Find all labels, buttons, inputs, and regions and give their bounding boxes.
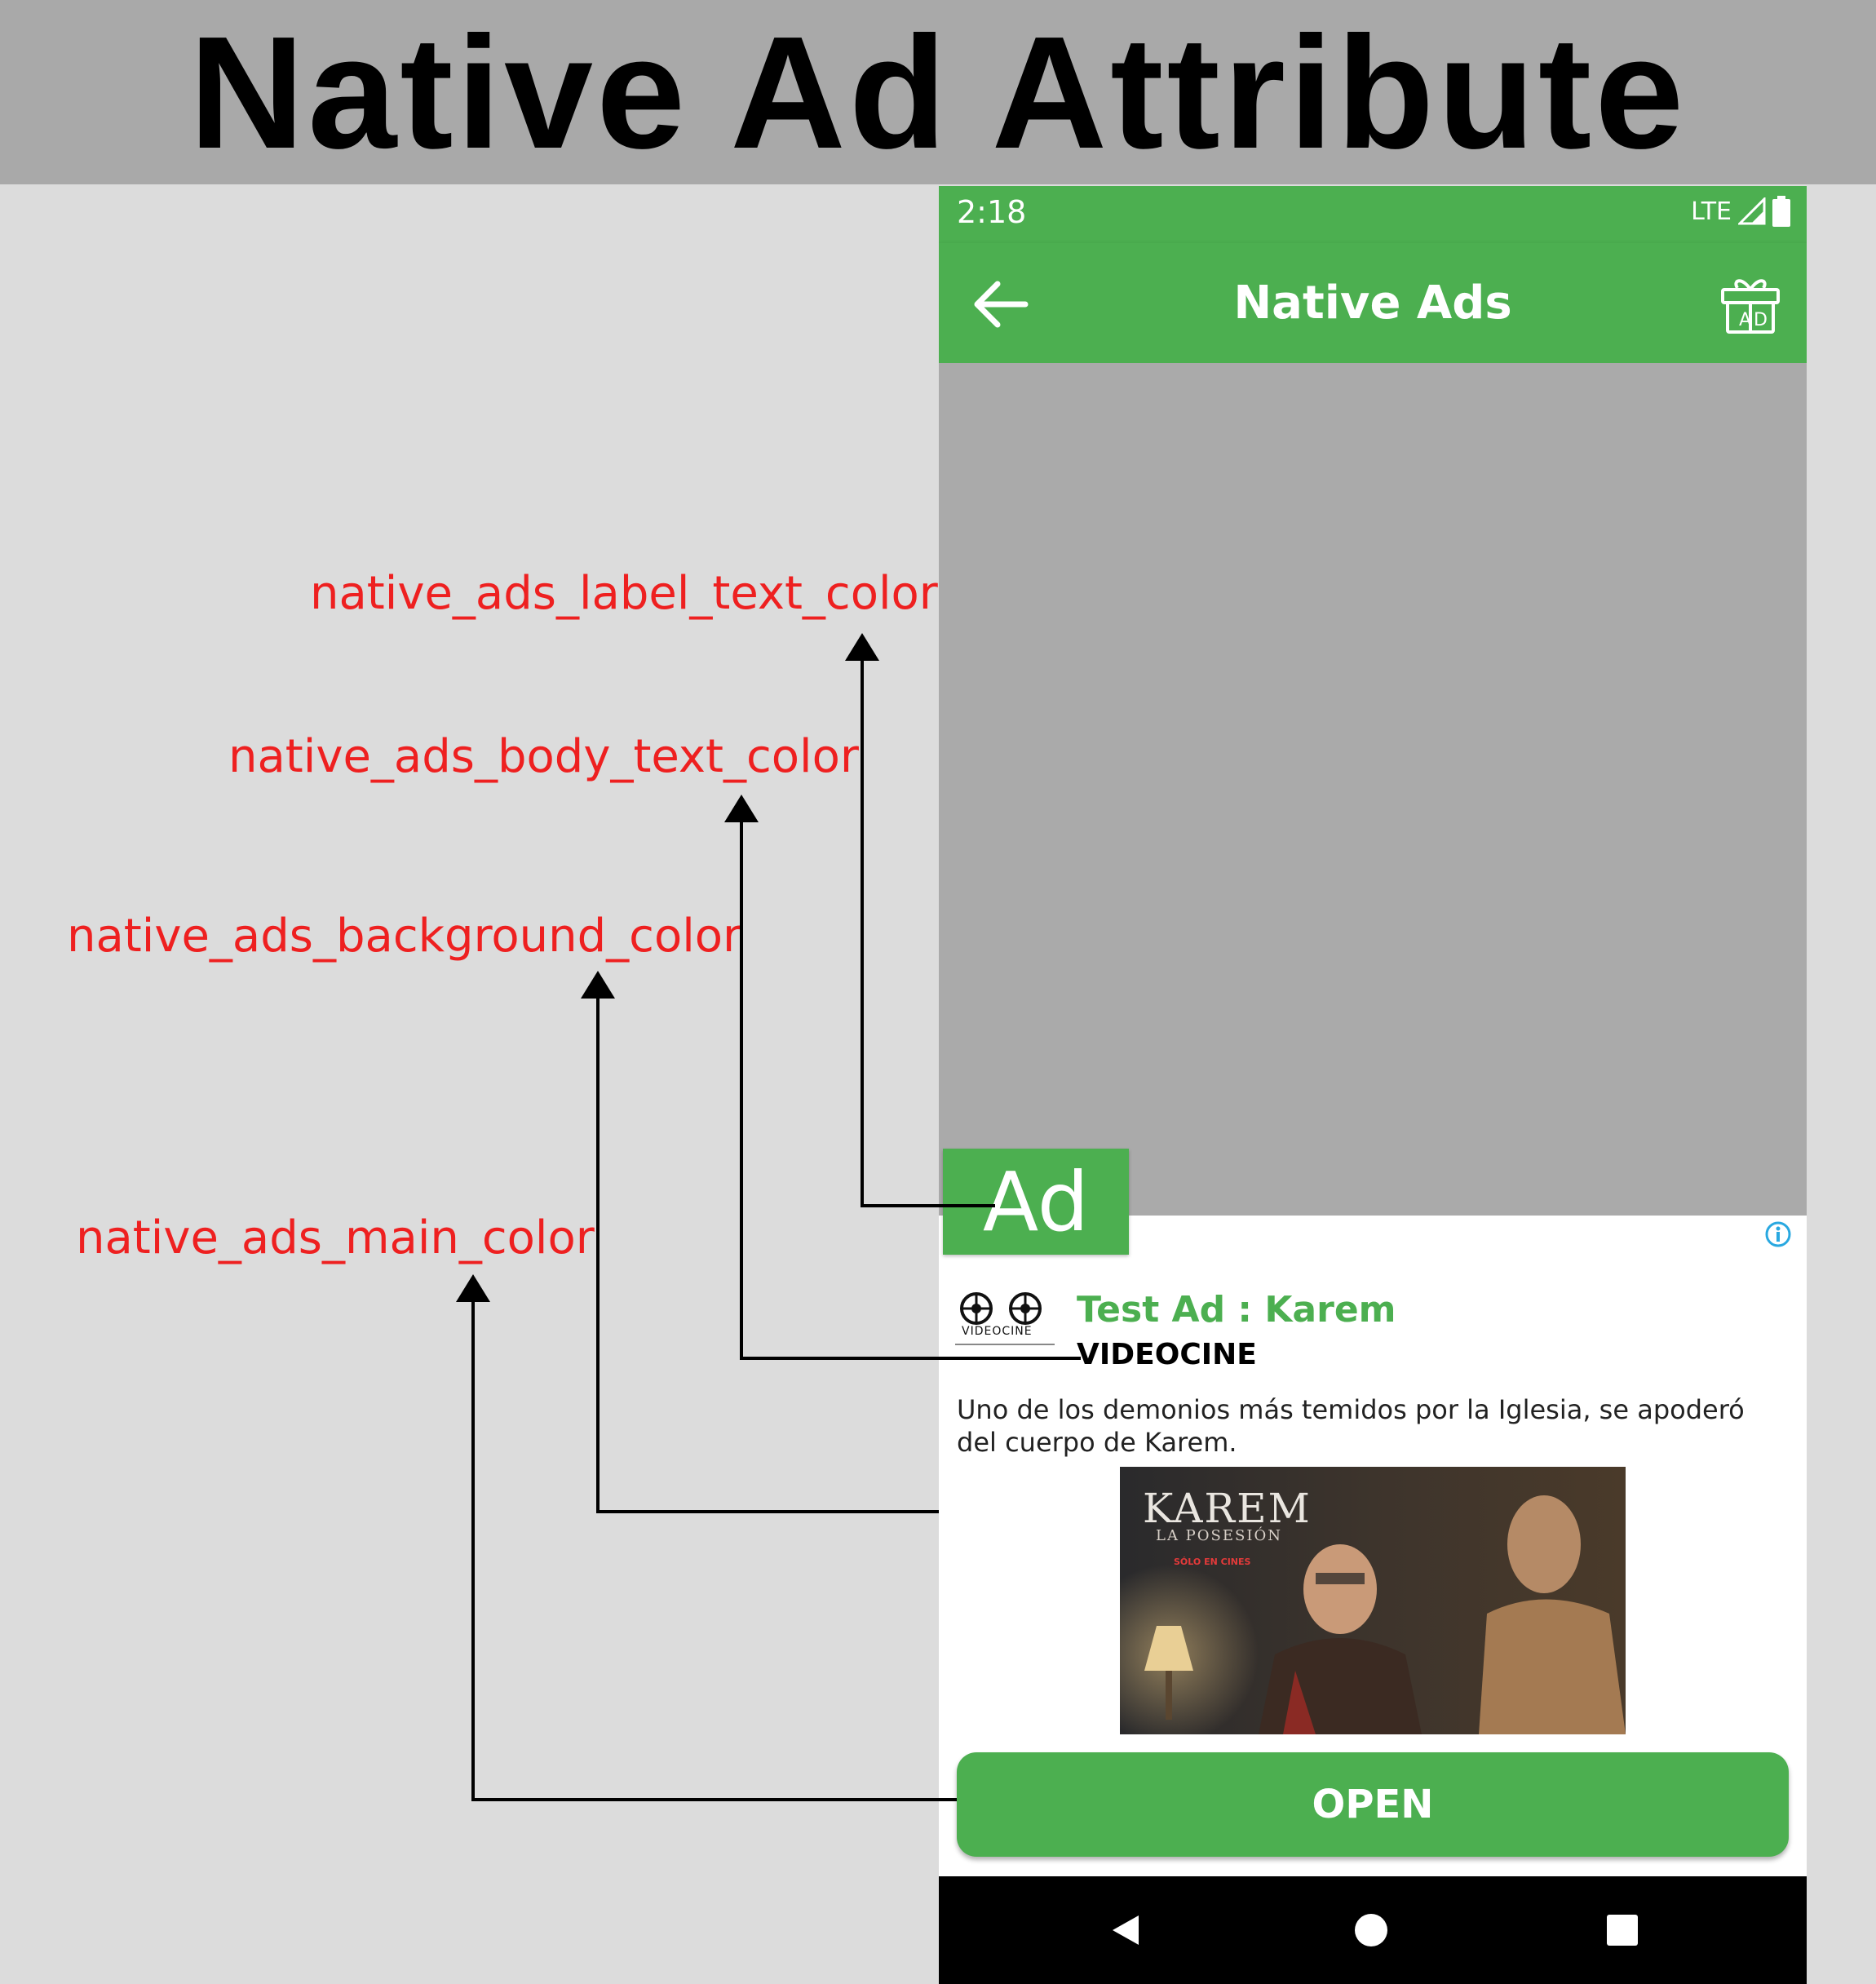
status-indicators: LTE (1691, 196, 1790, 227)
nav-back-icon[interactable] (1103, 1906, 1152, 1955)
svg-text:A: A (1739, 310, 1751, 330)
app-bar (939, 243, 1807, 363)
annotation-label-text-color: native_ads_label_text_color (310, 567, 938, 620)
network-label: LTE (1691, 197, 1732, 226)
phone-screen: 2:18 LTE Native Ads A D Ad (939, 186, 1807, 1984)
arrowhead-main-color (456, 1274, 490, 1302)
ad-body-text: Uno de los demonios más temidos por la I… (957, 1394, 1745, 1458)
info-icon[interactable] (1764, 1220, 1792, 1248)
arrow-back-icon[interactable] (968, 276, 1033, 333)
nav-home-icon[interactable] (1347, 1906, 1396, 1955)
movie-scene-image (1120, 1467, 1626, 1734)
advertiser-logo: VIDEOCINE (952, 1287, 1058, 1353)
app-bar-title: Native Ads (1233, 277, 1512, 330)
connector-main-color (471, 1300, 957, 1801)
movie-subtitle: LA POSESIÓN (1156, 1527, 1282, 1544)
arrowhead-label-text-color (845, 633, 879, 661)
gift-ad-icon[interactable]: A D (1718, 272, 1783, 337)
annotation-body-text-color: native_ads_body_text_color (228, 730, 859, 783)
arrowhead-body-text-color (724, 795, 759, 822)
arrowhead-background-color (581, 971, 615, 999)
film-reel-icon (955, 1292, 1055, 1345)
status-time: 2:18 (957, 194, 1027, 230)
ad-advertiser: VIDEOCINE (1077, 1338, 1257, 1371)
annotation-background-color: native_ads_background_color (67, 910, 742, 963)
battery-icon (1772, 196, 1790, 227)
nav-recents-icon[interactable] (1598, 1906, 1647, 1955)
annotation-main-color: native_ads_main_color (76, 1211, 595, 1264)
movie-title: KAREM (1143, 1485, 1312, 1532)
status-bar (939, 186, 1807, 243)
logo-text: VIDEOCINE (962, 1325, 1033, 1338)
movie-tagline: SÓLO EN CINES (1174, 1557, 1251, 1567)
signal-icon (1738, 197, 1766, 225)
svg-text:D: D (1754, 310, 1768, 330)
connector-background-color (596, 997, 939, 1513)
ad-badge: Ad (943, 1149, 1129, 1255)
title-bar (0, 0, 1876, 184)
page-title: Native Ad Attribute (188, 2, 1688, 182)
ad-headline[interactable]: Test Ad : Karem (1077, 1289, 1396, 1331)
cta-open-button[interactable]: OPEN (957, 1752, 1789, 1857)
ad-media-image[interactable]: KAREM LA POSESIÓN SÓLO EN CINES (1120, 1467, 1626, 1734)
